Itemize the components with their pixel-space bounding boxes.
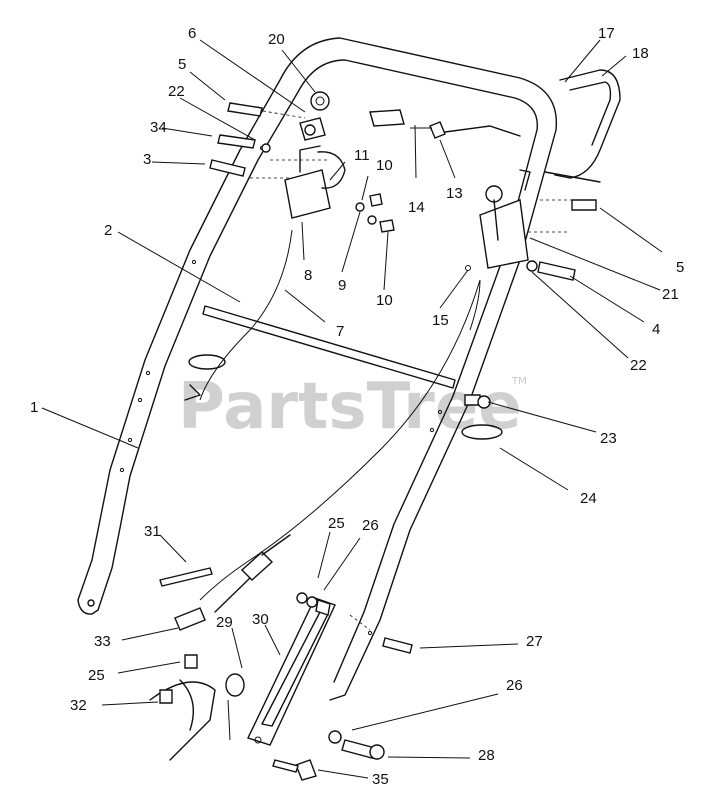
callout-20: 20 [268, 31, 285, 48]
clip-hardware [461, 394, 503, 440]
switch-bracket [244, 91, 346, 219]
lower-linkage [149, 614, 413, 781]
callout-24: 24 [580, 490, 597, 507]
handle-frame [77, 37, 558, 701]
callout-8: 8 [304, 267, 312, 284]
callout-5-right: 5 [676, 259, 684, 276]
callout-29: 29 [216, 614, 233, 631]
callout-31: 31 [144, 523, 161, 540]
callout-26-upper: 26 [362, 517, 379, 534]
crossbar [202, 305, 456, 389]
callout-10-upper: 10 [376, 157, 393, 174]
callout-26-lower: 26 [506, 677, 523, 694]
callout-27: 27 [526, 633, 543, 650]
callout-22-right: 22 [630, 357, 647, 374]
left-bolts [209, 102, 271, 177]
callout-28: 28 [478, 747, 495, 764]
callout-10-lower: 10 [376, 292, 393, 309]
left-clip [184, 354, 226, 401]
callout-4: 4 [652, 321, 660, 338]
watermark-tm: TM [511, 376, 527, 387]
callout-labels: 1 3 2 4 5 5 6 7 8 9 10 10 11 13 14 15 17… [30, 25, 684, 788]
right-bolts [526, 199, 597, 281]
callout-1: 1 [30, 399, 38, 416]
callout-18: 18 [632, 45, 649, 62]
control-cable [199, 229, 481, 601]
callout-3: 3 [143, 151, 151, 168]
watermark-text: PartsTree [178, 370, 522, 444]
callout-2: 2 [104, 222, 112, 239]
callout-11: 11 [354, 147, 370, 164]
callout-15: 15 [432, 312, 449, 329]
callout-14: 14 [408, 199, 425, 216]
callout-32: 32 [70, 697, 87, 714]
callout-17: 17 [598, 25, 615, 42]
control-bail [369, 69, 621, 183]
callout-33: 33 [94, 633, 111, 650]
callout-6: 6 [188, 25, 196, 42]
adjuster-slide [247, 592, 336, 746]
callout-25-lower: 25 [88, 667, 105, 684]
callout-34: 34 [150, 119, 167, 136]
leader-lines [41, 39, 663, 779]
callout-25-upper: 25 [328, 515, 345, 532]
callout-9: 9 [338, 277, 346, 294]
callout-5-left: 5 [178, 56, 186, 73]
callout-13: 13 [446, 185, 463, 202]
switch-hardware [355, 193, 395, 233]
cable-end-assembly [159, 534, 291, 631]
callout-21: 21 [662, 286, 679, 303]
lever-bracket [465, 169, 580, 271]
callout-30: 30 [252, 611, 269, 628]
callout-22-left: 22 [168, 83, 185, 100]
callout-7: 7 [336, 323, 344, 340]
callout-35: 35 [372, 771, 389, 788]
callout-23: 23 [600, 430, 617, 447]
